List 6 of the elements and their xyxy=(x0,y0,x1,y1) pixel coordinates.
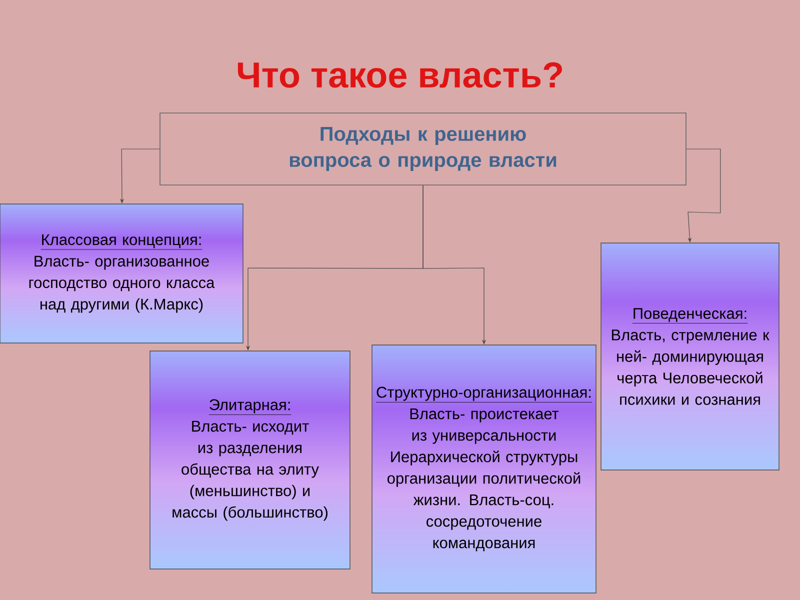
approach-box: Элитарная: Власть- исходит из разделения общества на элиту (меньшинство) и массы (большинство) xyxy=(150,350,350,570)
approach-box: Структурно-организационная: Власть- проистекает из универсальности Иерархической структуры организации политической жизни. Власть-соц. сосредоточение командования xyxy=(372,344,596,594)
heading-box: Подходы к решению вопроса о природе власти xyxy=(160,112,686,186)
approach-box: Классовая концепция: Власть- организованное господство одного класса над другими (К.Маркс) xyxy=(0,204,244,344)
slide-title: Что такое власть? xyxy=(238,62,562,88)
approach-box: Поведенческая: Власть, стремление к ней- доминирующая черта Человеческой психики и сознания xyxy=(600,242,780,470)
